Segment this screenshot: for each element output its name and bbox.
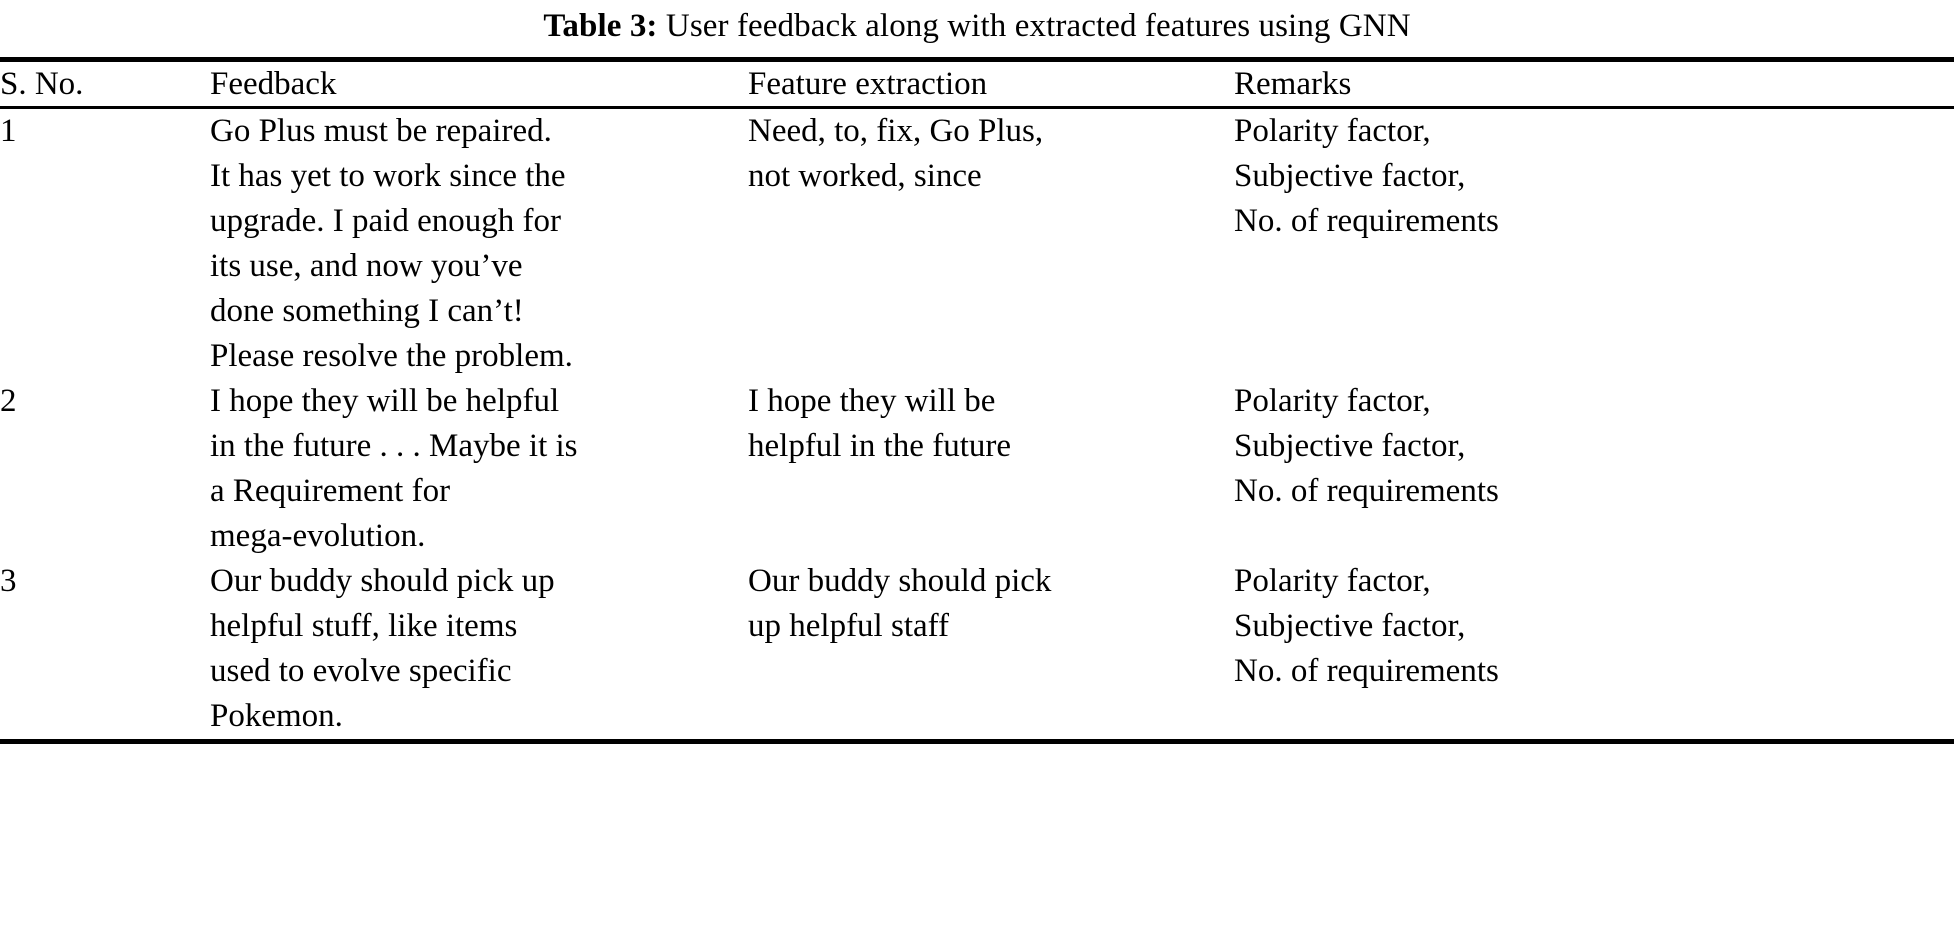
text-line: Subjective factor,	[1234, 428, 1466, 464]
cell-feedback: Go Plus must be repaired. It has yet to …	[210, 109, 748, 379]
table-rule-top	[0, 57, 1954, 62]
text-line: Subjective factor,	[1234, 608, 1466, 644]
cell-feature-extraction: Need, to, fix, Go Plus, not worked, sinc…	[748, 109, 1234, 379]
column-header-remarks: Remarks	[1234, 66, 1352, 102]
table-header-row: S. No. Feedback Feature extraction Remar…	[0, 62, 1954, 106]
text-line: helpful in the future	[748, 428, 1012, 464]
cell-remarks: Polarity factor, Subjective factor, No. …	[1234, 379, 1954, 559]
text-line: It has yet to work since the	[210, 158, 566, 194]
cell-sno: 3	[0, 563, 17, 599]
table-rule-header-separator	[0, 106, 1954, 109]
text-line: No. of requirements	[1234, 653, 1499, 689]
text-line: No. of requirements	[1234, 203, 1499, 239]
text-line: I hope they will be	[748, 383, 996, 419]
cell-sno: 1	[0, 113, 17, 149]
text-line: Need, to, fix, Go Plus,	[748, 113, 1044, 149]
text-line: mega-evolution.	[210, 518, 426, 554]
text-line: Go Plus must be repaired.	[210, 113, 552, 149]
table-row: 3 Our buddy should pick up helpful stuff…	[0, 559, 1954, 739]
text-line: Polarity factor,	[1234, 383, 1431, 419]
cell-feedback: I hope they will be helpful in the futur…	[210, 379, 748, 559]
text-line: not worked, since	[748, 158, 982, 194]
text-line: No. of requirements	[1234, 473, 1499, 509]
text-line: Our buddy should pick	[748, 563, 1052, 599]
cell-remarks: Polarity factor, Subjective factor, No. …	[1234, 559, 1954, 739]
column-header-feedback: Feedback	[210, 66, 337, 102]
table-body: 1 Go Plus must be repaired. It has yet t…	[0, 109, 1954, 739]
text-line: Polarity factor,	[1234, 563, 1431, 599]
table-row: 1 Go Plus must be repaired. It has yet t…	[0, 109, 1954, 379]
cell-feature-extraction: Our buddy should pick up helpful staff	[748, 559, 1234, 739]
cell-remarks: Polarity factor, Subjective factor, No. …	[1234, 109, 1954, 379]
text-line: Please resolve the problem.	[210, 338, 573, 374]
feedback-table: S. No. Feedback Feature extraction Remar…	[0, 62, 1954, 106]
text-line: Our buddy should pick up	[210, 563, 555, 599]
column-header-feature-extraction: Feature extraction	[748, 66, 988, 102]
cell-sno: 2	[0, 383, 17, 419]
text-line: done something I can’t!	[210, 293, 524, 329]
text-line: helpful stuff, like items	[210, 608, 518, 644]
text-line: upgrade. I paid enough for	[210, 203, 561, 239]
table-rule-bottom	[0, 739, 1954, 744]
text-line: used to evolve specific	[210, 653, 512, 689]
text-line: a Requirement for	[210, 473, 451, 509]
text-line: in the future . . . Maybe it is	[210, 428, 578, 464]
feedback-table-body: 1 Go Plus must be repaired. It has yet t…	[0, 109, 1954, 739]
text-line: Subjective factor,	[1234, 158, 1466, 194]
text-line: up helpful staff	[748, 608, 950, 644]
table-caption: Table 3: User feedback along with extrac…	[0, 0, 1954, 46]
cell-feature-extraction: I hope they will be helpful in the futur…	[748, 379, 1234, 559]
cell-feedback: Our buddy should pick up helpful stuff, …	[210, 559, 748, 739]
table-caption-text: User feedback along with extracted featu…	[665, 8, 1411, 44]
column-header-sno: S. No.	[0, 66, 84, 102]
table-row: 2 I hope they will be helpful in the fut…	[0, 379, 1954, 559]
text-line: Pokemon.	[210, 698, 343, 734]
text-line: I hope they will be helpful	[210, 383, 560, 419]
table-caption-label: Table 3:	[543, 8, 658, 44]
text-line: Polarity factor,	[1234, 113, 1431, 149]
text-line: its use, and now you’ve	[210, 248, 523, 284]
